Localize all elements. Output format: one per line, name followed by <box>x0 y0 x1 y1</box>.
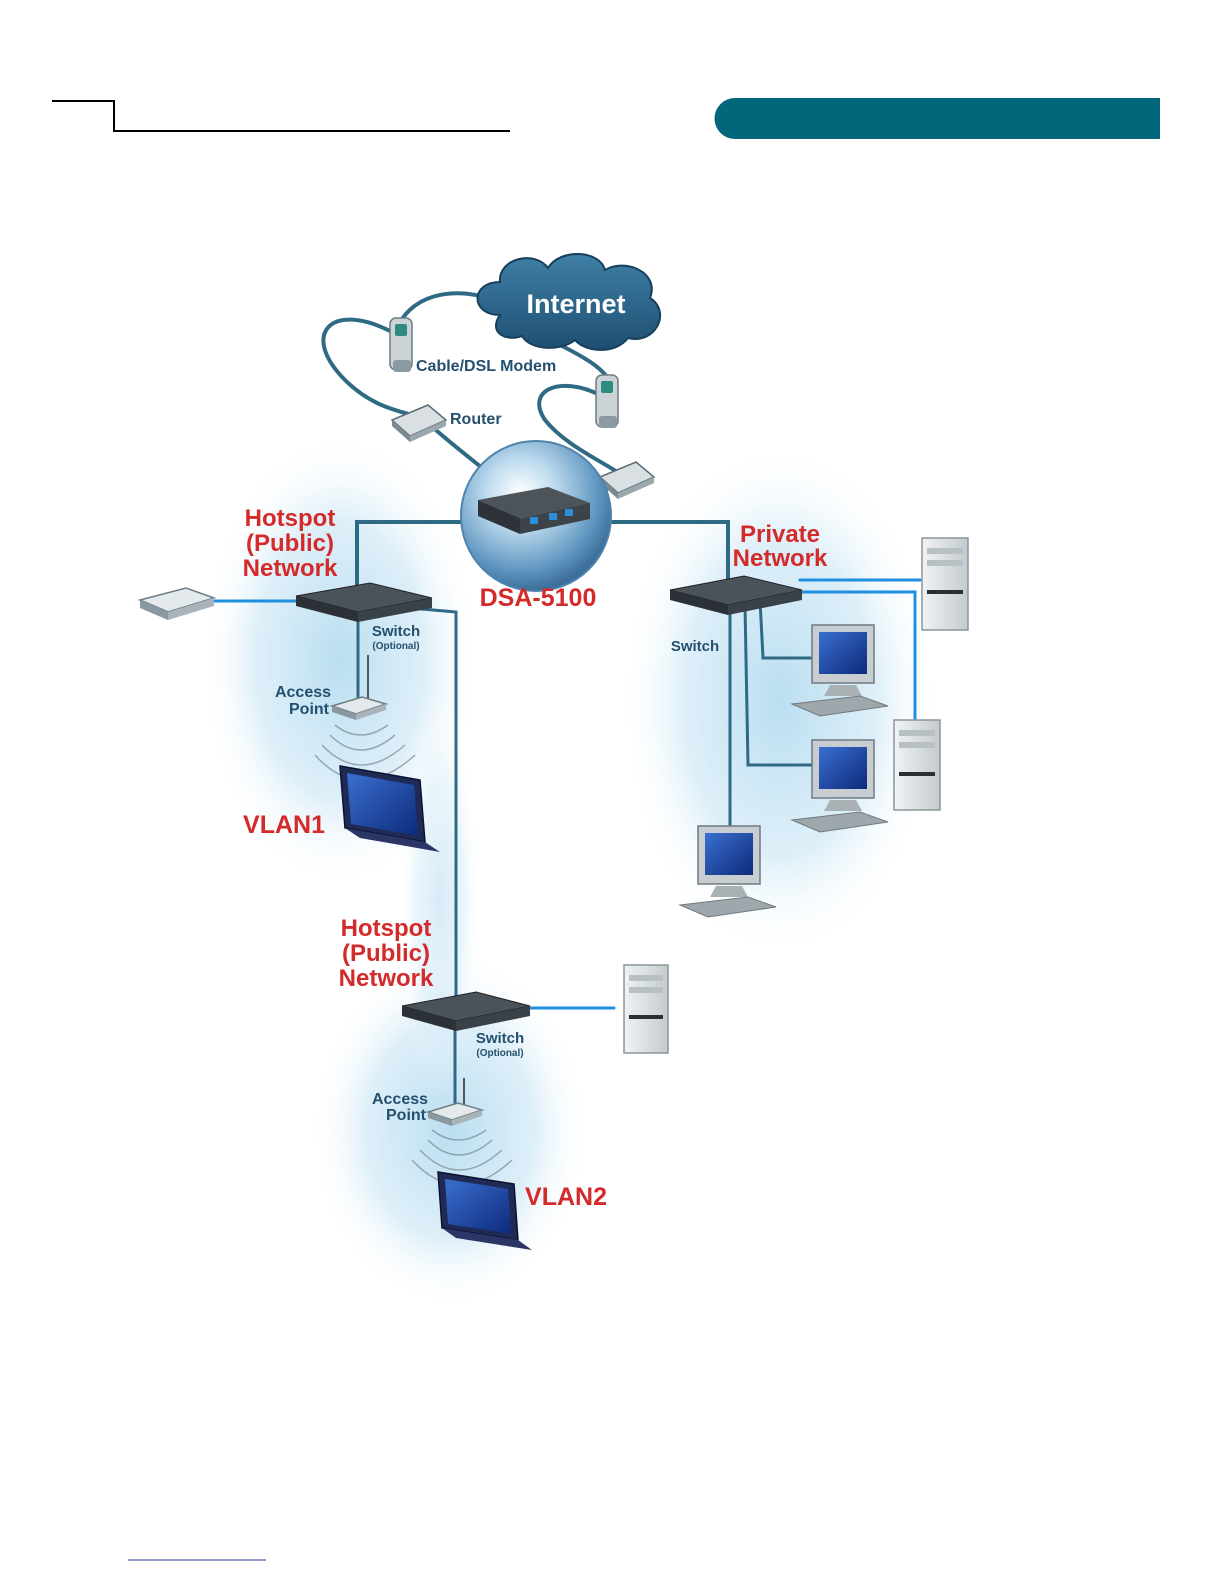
switch-label-top: Switch <box>372 623 420 640</box>
hotspot-bottom-line3: Network <box>339 965 434 992</box>
hotspot-top-line2: (Public) <box>246 530 334 557</box>
access-label-top-1: Access <box>275 684 331 701</box>
modem-label: Cable/DSL Modem <box>416 358 556 375</box>
gateway-icon <box>461 441 611 591</box>
switch-label-bottom: Switch <box>476 1030 524 1047</box>
private-network-line1: Private <box>740 521 820 548</box>
tower-pc-icon <box>894 720 940 810</box>
access-label-top-2: Point <box>289 701 330 718</box>
switch-optional-bottom: (Optional) <box>476 1048 523 1059</box>
access-label-bottom-2: Point <box>386 1107 427 1124</box>
hotspot-bottom-line1: Hotspot <box>341 915 432 942</box>
modem-icon <box>390 318 412 372</box>
vlan1-label: VLAN1 <box>243 811 325 839</box>
hotspot-bottom-line2: (Public) <box>342 940 430 967</box>
hotspot-top-line1: Hotspot <box>245 505 336 532</box>
internet-label: Internet <box>526 289 625 319</box>
switch-label-private: Switch <box>671 638 719 655</box>
tower-pc-icon <box>922 538 968 630</box>
tower-pc-icon <box>624 965 668 1053</box>
switch-optional-top: (Optional) <box>372 641 419 652</box>
vlan2-label: VLAN2 <box>525 1183 607 1211</box>
private-network-line2: Network <box>733 545 828 572</box>
header-bar <box>714 98 1160 139</box>
page-header-decoration <box>52 98 1160 139</box>
access-label-bottom-1: Access <box>372 1091 428 1108</box>
modem-icon <box>596 375 618 428</box>
hotspot-top-line3: Network <box>243 555 338 582</box>
gateway-label: DSA-5100 <box>480 584 597 612</box>
router-label: Router <box>450 411 502 428</box>
